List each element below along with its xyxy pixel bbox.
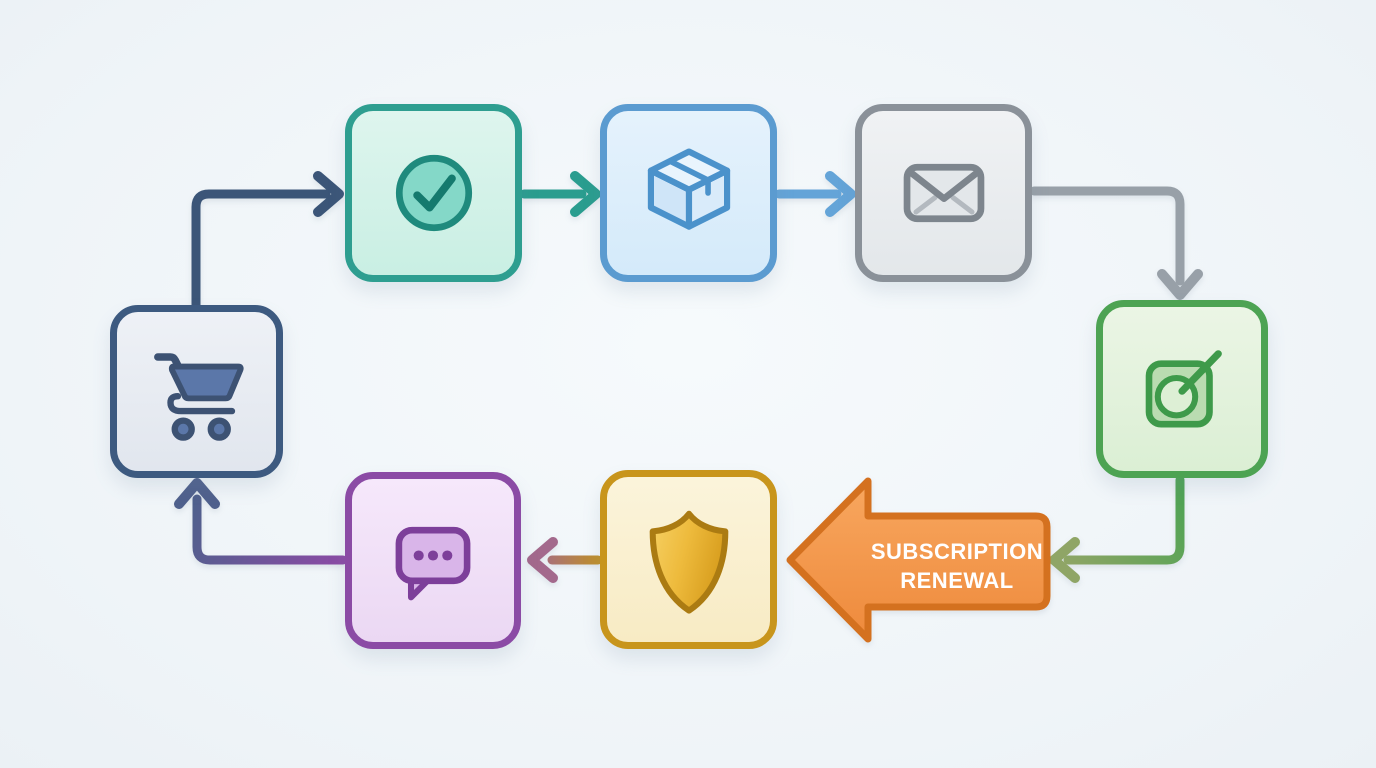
- subscription-renewal-banner: SUBSCRIPTION RENEWAL: [786, 477, 1051, 643]
- renewal-dial-icon: [1145, 350, 1222, 428]
- arrowhead-right-icon: [570, 171, 601, 217]
- arrowhead-left-icon: [1049, 537, 1080, 583]
- connector-package-to-envelope: [774, 171, 856, 217]
- node-shopping-cart: [110, 305, 283, 478]
- connector-envelope-to-renewal: [1029, 186, 1203, 300]
- banner-label-line2: RENEWAL: [900, 568, 1014, 593]
- connector-renewal-to-banner: [1049, 475, 1185, 583]
- chat-bubble-icon: [395, 526, 471, 600]
- node-feedback-chat: [345, 472, 521, 649]
- arrowhead-right-icon: [313, 171, 344, 217]
- arrowhead-left-icon: [527, 537, 558, 583]
- connector-check-to-package: [519, 171, 601, 217]
- package-icon: [647, 148, 730, 230]
- connector-shield-to-chat: [527, 537, 603, 583]
- node-renewal-due: [1096, 300, 1268, 478]
- banner-arrow-shape: [786, 477, 1051, 643]
- arrowhead-down-icon: [1157, 269, 1203, 300]
- check-circle-icon: [395, 154, 472, 232]
- shield-icon: [649, 510, 728, 614]
- node-secure-payment: [600, 470, 777, 649]
- node-order-confirmed: [345, 104, 522, 282]
- connector-chat-to-cart: [174, 478, 348, 565]
- arrowhead-right-icon: [825, 171, 856, 217]
- arrowhead-up-icon: [174, 478, 220, 509]
- node-package-shipped: [600, 104, 777, 282]
- shopping-cart-icon: [153, 352, 244, 441]
- connector-cart-to-check: [191, 171, 344, 312]
- node-email-notification: [855, 104, 1032, 282]
- envelope-icon: [903, 163, 984, 223]
- banner-label-line1: SUBSCRIPTION: [871, 539, 1043, 564]
